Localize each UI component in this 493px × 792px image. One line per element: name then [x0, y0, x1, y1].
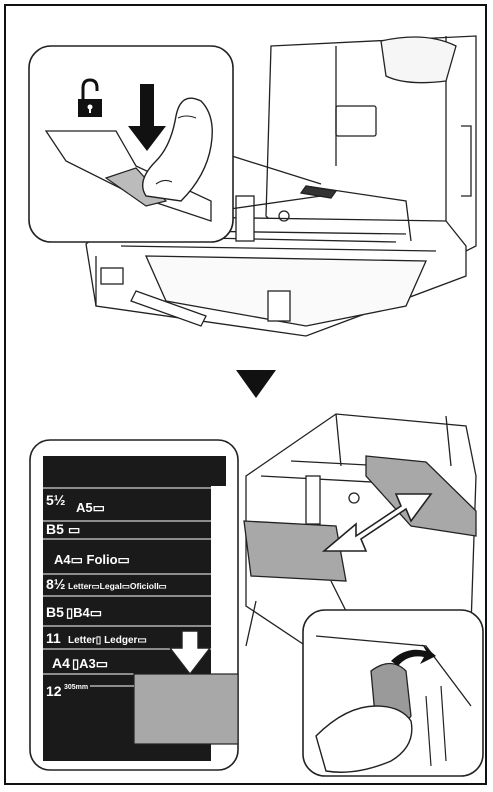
guide-tab [134, 674, 238, 744]
size-scale-callout: 5½ A5▭ B5 ▭ A4▭ Folio▭ 8½ Letter▭Legal▭O… [30, 440, 238, 770]
scale-row-7-num: A4 [52, 655, 70, 671]
guide-release-callout [303, 581, 483, 776]
scale-row-6-sizes: Letter▯ Ledger▭ [68, 635, 147, 646]
scale-row-6-num: 11 [46, 630, 61, 646]
scale-row-3-sizes: A4▭ Folio▭ [54, 552, 130, 567]
scale-row-4-sizes: Letter▭Legal▭OficioII▭ [68, 581, 167, 591]
scale-row-8-num: 12 [46, 683, 62, 699]
scale-row-8-sizes: 305mm [64, 684, 88, 691]
scale-row-1-num: 5½ [46, 492, 66, 508]
scale-row-4-num: 8½ [46, 576, 66, 592]
scale-row-5-num: B5 [46, 604, 64, 620]
scale-row-1-sizes: A5▭ [76, 500, 105, 515]
scale-row-2-sizes: ▭ [68, 522, 80, 537]
tray-illustration: 5½ A5▭ B5 ▭ A4▭ Folio▭ 8½ Letter▭Legal▭O… [6, 6, 489, 787]
scale-row-5-sizes: ▯B4▭ [66, 605, 102, 620]
scale-row-7-sizes: ▯A3▭ [72, 656, 108, 671]
scale-row-2-num: B5 [46, 521, 64, 537]
illustration-frame: 5½ A5▭ B5 ▭ A4▭ Folio▭ 8½ Letter▭Legal▭O… [4, 4, 487, 785]
step-down-triangle-icon [236, 370, 276, 398]
